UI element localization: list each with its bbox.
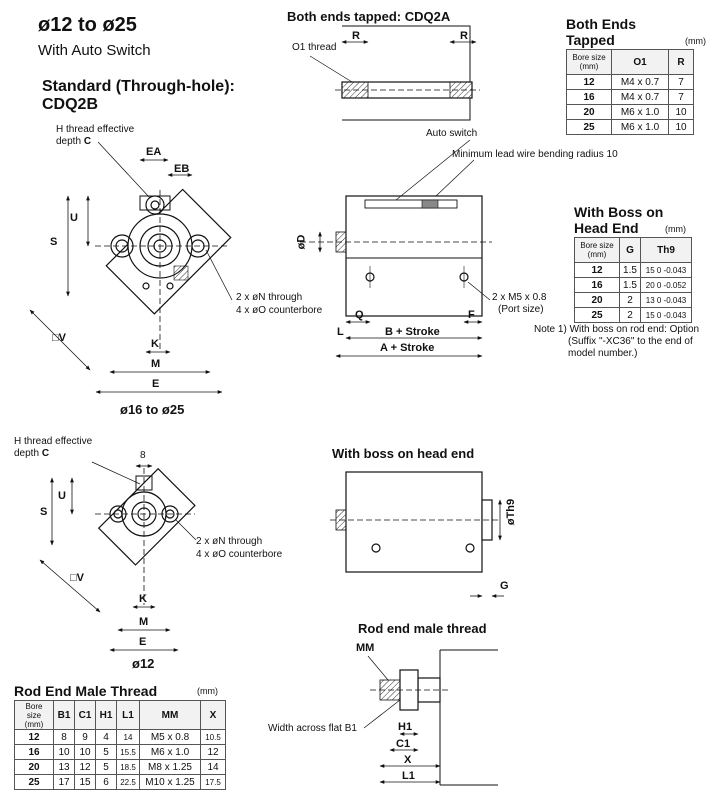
tapped-view-title: Both ends tapped: CDQ2A bbox=[287, 9, 451, 24]
side-lead-wire: Minimum lead wire bending radius 10 bbox=[452, 149, 618, 160]
side-dim-b: B + Stroke bbox=[385, 326, 440, 338]
side-port-note-1: 2 x M5 x 0.8 bbox=[492, 292, 547, 303]
small-dim-v: □V bbox=[70, 572, 84, 584]
std-dim-eb: EB bbox=[174, 163, 190, 175]
std-dim-u: U bbox=[70, 212, 78, 224]
small-hole-note-1: 2 x øN through bbox=[196, 536, 263, 547]
boss-dim-g: G bbox=[500, 580, 509, 592]
tapped-table-block: Both Ends Tapped (mm) Bore size (mm) O1 … bbox=[566, 16, 706, 135]
small-depth-label: depth C bbox=[14, 448, 50, 459]
std-dim-s: S bbox=[50, 236, 58, 248]
std-dim-ea: EA bbox=[146, 146, 162, 158]
small-dim-8: 8 bbox=[140, 450, 146, 461]
small-dim-e: E bbox=[139, 636, 147, 648]
side-dim-f: F bbox=[468, 309, 475, 321]
tapped-header-bore: Bore size (mm) bbox=[566, 49, 612, 75]
std-dim-m: M bbox=[151, 358, 161, 370]
boss-note-1: Note 1) With boss on rod end: Option bbox=[534, 324, 700, 335]
small-h-thread-label: H thread effective bbox=[14, 436, 93, 447]
tapped-dim-r-left: R bbox=[352, 30, 360, 42]
boss-note-2: (Suffix "-XC36" to the end of bbox=[568, 336, 693, 347]
tapped-header-o1: O1 bbox=[611, 49, 669, 75]
rod-view-title: Rod end male thread bbox=[358, 621, 487, 636]
rod-table-block: Rod End Male Thread (mm) Bore size (mm) … bbox=[14, 683, 226, 790]
std-dim-e: E bbox=[152, 378, 160, 390]
side-view bbox=[300, 139, 492, 358]
std-depth-label: depth C bbox=[56, 136, 92, 147]
rod-header-h1: H1 bbox=[95, 700, 117, 730]
tapped-view bbox=[309, 25, 480, 121]
side-dim-l: L bbox=[337, 326, 344, 338]
small-dim-m: M bbox=[139, 616, 149, 628]
side-dim-q: Q bbox=[355, 309, 364, 321]
side-port-note-2: (Port size) bbox=[498, 304, 544, 315]
tapped-table-unit: (mm) bbox=[685, 36, 706, 46]
rod-dim-c1: C1 bbox=[396, 738, 411, 750]
side-auto-switch: Auto switch bbox=[426, 128, 478, 139]
boss-view-title: With boss on head end bbox=[332, 446, 475, 461]
tapped-table-title-1: Both Ends bbox=[566, 16, 636, 32]
standard-title-2: CDQ2B bbox=[42, 96, 99, 113]
small-dim-u: U bbox=[58, 490, 66, 502]
rod-header-l1: L1 bbox=[116, 700, 140, 730]
rod-mm-label: MM bbox=[356, 642, 375, 654]
small-front-view bbox=[39, 461, 197, 652]
boss-note-3: model number.) bbox=[568, 348, 638, 359]
boss-header-th9: Th9 bbox=[640, 237, 692, 263]
rod-dim-h1: H1 bbox=[398, 721, 413, 733]
rod-flat-label: Width across flat B1 bbox=[268, 723, 357, 734]
tapped-table-title-2: Tapped bbox=[566, 32, 615, 48]
small-dim-k: K bbox=[139, 593, 147, 605]
rod-table-title: Rod End Male Thread bbox=[14, 683, 158, 699]
boss-dim-th9: øTh9 bbox=[505, 498, 518, 526]
small-caption: ø12 bbox=[132, 656, 155, 671]
page-subtitle: With Auto Switch bbox=[38, 42, 151, 59]
rod-header-x: X bbox=[200, 700, 226, 730]
boss-table-title-2: Head End bbox=[574, 220, 639, 236]
tapped-dim-r-right: R bbox=[460, 30, 468, 42]
small-hole-note-2: 4 x øO counterbore bbox=[196, 549, 283, 560]
tapped-header-r: R bbox=[668, 49, 694, 75]
small-dim-s: S bbox=[40, 506, 48, 518]
standard-title-1: Standard (Through-hole): bbox=[42, 78, 235, 95]
side-dim-d: øD bbox=[295, 234, 308, 250]
tapped-thread-label: O1 thread bbox=[292, 42, 337, 53]
page-title: ø12 to ø25 bbox=[38, 14, 137, 36]
rod-header-mm: MM bbox=[139, 700, 201, 730]
std-hole-note-2: 4 x øO counterbore bbox=[236, 305, 323, 316]
boss-table-block: With Boss on Head End (mm) Bore size (mm… bbox=[574, 204, 692, 323]
rod-dim-x: X bbox=[404, 754, 412, 766]
std-hole-note-1: 2 x øN through bbox=[236, 292, 303, 303]
rod-header-bore: Bore size (mm) bbox=[14, 700, 54, 730]
boss-header-g: G bbox=[619, 237, 641, 263]
rod-view bbox=[363, 649, 498, 786]
boss-table-unit: (mm) bbox=[665, 224, 686, 234]
boss-view bbox=[330, 471, 504, 598]
standard-front-view bbox=[29, 141, 233, 394]
rod-dim-l1: L1 bbox=[402, 770, 415, 782]
std-caption: ø16 to ø25 bbox=[120, 402, 185, 417]
side-dim-a: A + Stroke bbox=[380, 342, 435, 354]
boss-header-bore: Bore size (mm) bbox=[574, 237, 620, 263]
boss-table-title-1: With Boss on bbox=[574, 204, 664, 220]
std-h-thread-label: H thread effective bbox=[56, 124, 135, 135]
rod-table-unit: (mm) bbox=[197, 686, 218, 696]
std-dim-v: □V bbox=[52, 332, 66, 344]
std-dim-k: K bbox=[151, 338, 159, 350]
